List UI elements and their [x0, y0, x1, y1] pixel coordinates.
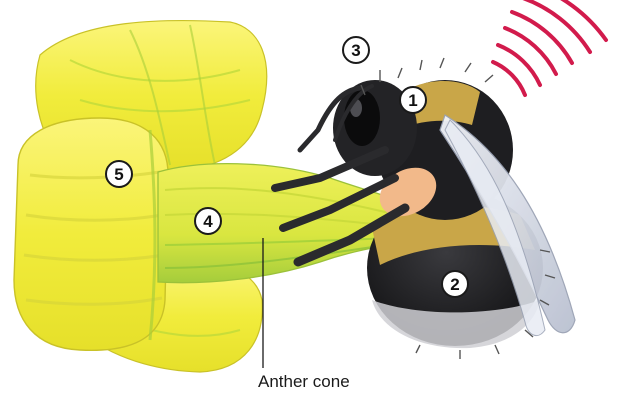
- petal-front: [14, 118, 168, 350]
- marker-3: 3: [342, 36, 370, 64]
- marker-1: 1: [399, 86, 427, 114]
- marker-2: 2: [441, 270, 469, 298]
- marker-4: 4: [194, 207, 222, 235]
- bee-eye: [344, 90, 380, 146]
- buzz-vibration-icon: [493, 0, 606, 95]
- anther-cone-caption: Anther cone: [258, 372, 350, 392]
- marker-5: 5: [105, 160, 133, 188]
